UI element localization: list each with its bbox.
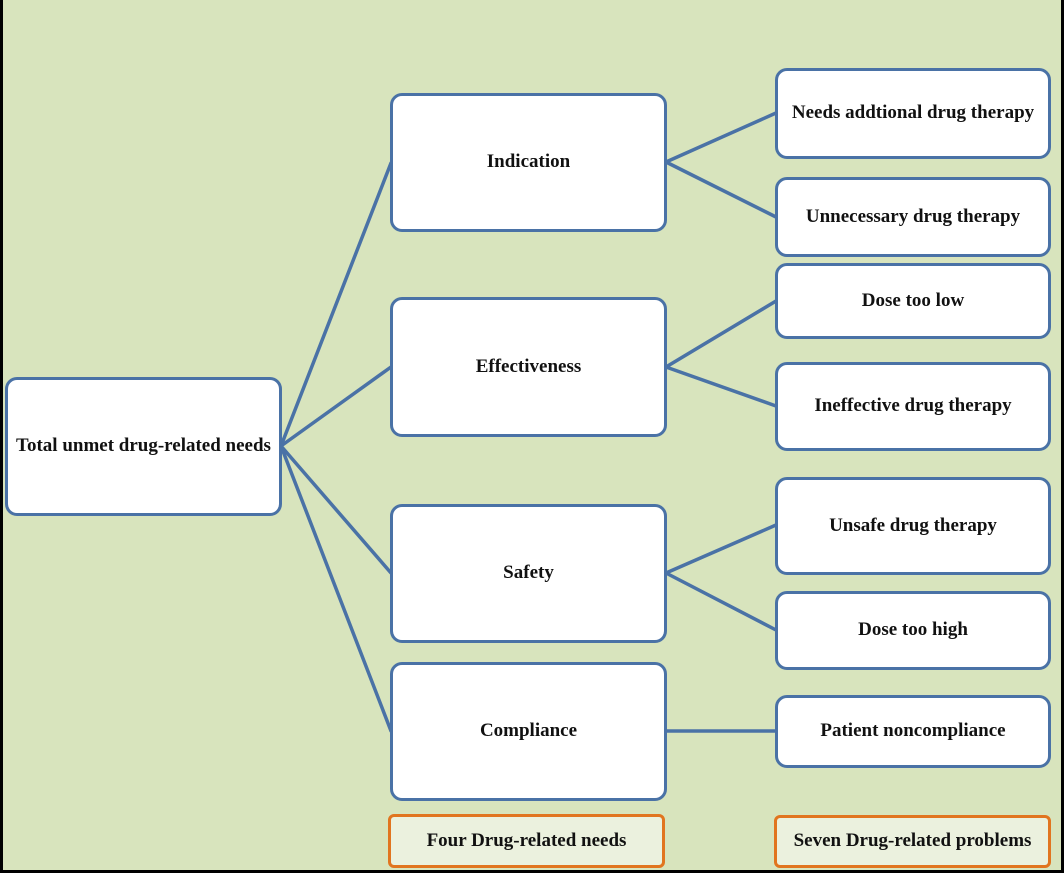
problem-patient-noncompliance: Patient noncompliance	[775, 695, 1051, 768]
need-label: Compliance	[479, 720, 578, 742]
problem-label: Ineffective drug therapy	[814, 395, 1012, 417]
problem-label: Unnecessary drug therapy	[805, 205, 1021, 227]
problem-label: Dose too low	[861, 289, 965, 311]
connector-root-compliance	[279, 444, 393, 733]
problem-label: Patient noncompliance	[820, 720, 1006, 742]
summary-needs-label: Four Drug-related needs	[388, 814, 665, 868]
connector-safety-unsafe	[664, 523, 778, 575]
connector-root-safety	[279, 444, 393, 575]
connector-effectiveness-ineffective	[664, 365, 778, 408]
problem-label: Unsafe drug therapy	[829, 514, 997, 536]
connector-indication-unnecessary	[664, 160, 778, 219]
root-node-label: Total unmet drug-related needs	[16, 435, 271, 457]
connector-indication-needs-additional	[664, 111, 778, 164]
connector-root-effectiveness	[279, 365, 393, 448]
problem-dose-too-low: Dose too low	[775, 263, 1051, 339]
problem-label: Dose too high	[858, 619, 968, 641]
summary-needs-text: Four Drug-related needs	[426, 829, 627, 851]
need-safety: Safety	[390, 504, 667, 643]
need-effectiveness: Effectiveness	[390, 297, 667, 437]
problem-unsafe-therapy: Unsafe drug therapy	[775, 477, 1051, 575]
connector-effectiveness-dose-low	[664, 299, 778, 369]
connector-lines	[279, 111, 778, 733]
connector-root-indication	[279, 161, 393, 448]
summary-problems-text: Seven Drug-related problems	[793, 830, 1032, 852]
need-label: Indication	[486, 151, 571, 173]
need-label: Effectiveness	[475, 355, 582, 377]
problem-dose-too-high: Dose too high	[775, 591, 1051, 670]
need-label: Safety	[503, 562, 554, 584]
need-indication: Indication	[390, 93, 667, 232]
need-compliance: Compliance	[390, 662, 667, 801]
connector-safety-dose-high	[664, 571, 778, 632]
root-node: Total unmet drug-related needs	[5, 377, 282, 516]
problem-label: Needs addtional drug therapy	[791, 102, 1035, 124]
problem-needs-additional-therapy: Needs addtional drug therapy	[775, 68, 1051, 159]
problem-ineffective-therapy: Ineffective drug therapy	[775, 362, 1051, 451]
summary-problems-label: Seven Drug-related problems	[774, 815, 1051, 868]
problem-unnecessary-therapy: Unnecessary drug therapy	[775, 177, 1051, 257]
